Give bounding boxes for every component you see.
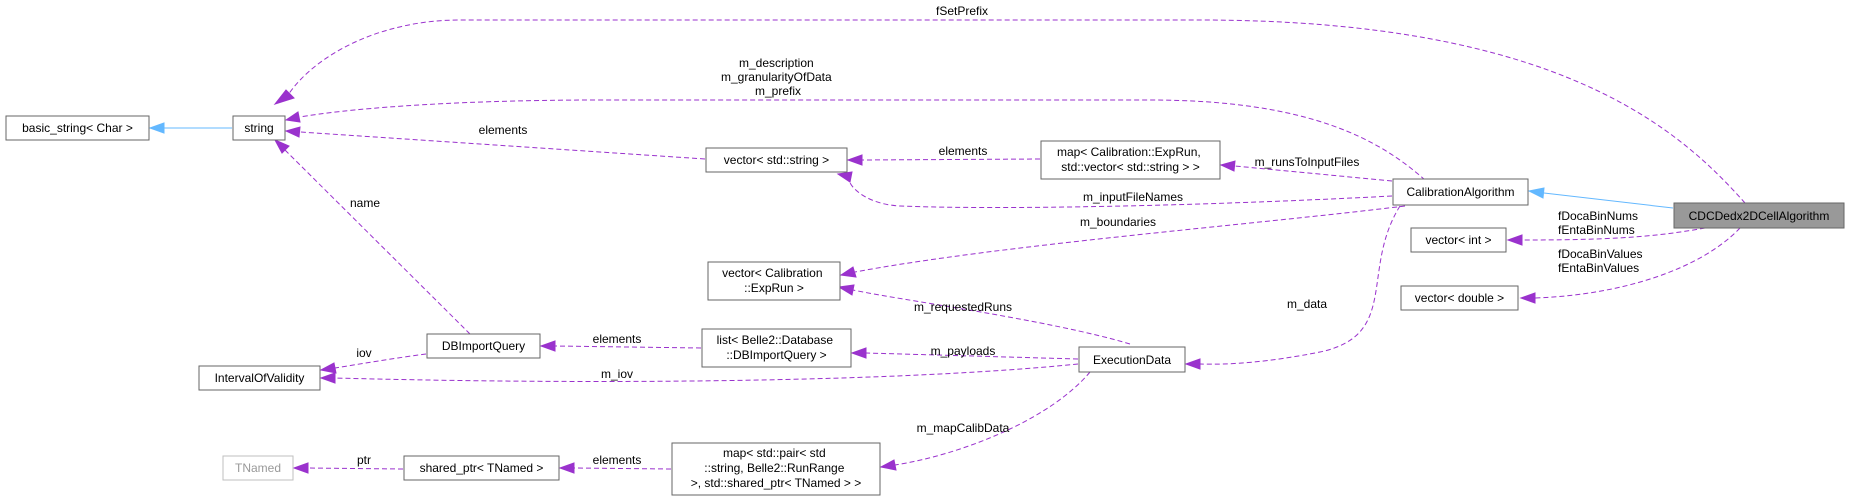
node-list-dbimportquery[interactable]: list< Belle2::Database ::DBImportQuery > <box>701 328 852 368</box>
edge-map-exprun-elements: elements <box>846 144 1041 166</box>
edge-label-fdocabinnums-line-1: fDocaBinNums <box>1558 209 1638 223</box>
node-label-vector-exprun-line-2: ::ExpRun > <box>744 281 804 295</box>
edge-label-fdocabinnums: fDocaBinNums fEntaBinNums <box>1558 209 1641 237</box>
edge-label-fsetprefix: fSetPrefix <box>936 4 988 18</box>
node-label-vector-int: vector< int > <box>1425 233 1491 247</box>
edge-ptr: ptr <box>292 453 404 474</box>
edge-m-payloads: m_payloads <box>850 344 1079 360</box>
edge-m-runstoinputfiles: m_runsToInputFiles <box>1219 155 1393 182</box>
edge-string-inherits-basic-string <box>148 122 232 134</box>
edge-label-elements-map-exprun: elements <box>939 144 988 158</box>
node-cdc-dedx-2d-cell-algorithm[interactable]: CDCDedx2DCellAlgorithm <box>1673 202 1845 229</box>
node-label-calibration-algorithm: CalibrationAlgorithm <box>1406 185 1514 199</box>
edge-m-iov: m_iov <box>319 363 1079 384</box>
edge-fdocabinvalues: fDocaBinValues fEntaBinValues <box>1519 227 1741 304</box>
edge-label-fdocabinvalues: fDocaBinValues fEntaBinValues <box>1558 247 1646 275</box>
edge-m-mapcalibdata: m_mapCalibData <box>879 371 1091 471</box>
node-vector-int[interactable]: vector< int > <box>1410 227 1507 253</box>
edge-label-m-iov: m_iov <box>601 367 633 381</box>
edge-label-m-description-line-2: m_granularityOfData <box>721 70 832 84</box>
node-label-list-dbimportquery: list< Belle2::Database ::DBImportQuery > <box>717 333 837 362</box>
node-label-list-dbimportquery-line-1: list< Belle2::Database <box>717 333 834 347</box>
node-tnamed[interactable]: TNamed <box>222 455 294 481</box>
edge-label-m-inputfilenames: m_inputFileNames <box>1083 190 1183 204</box>
edge-iov: iov <box>319 346 427 374</box>
node-vector-string[interactable]: vector< std::string > <box>705 147 848 173</box>
edge-fsetprefix: fSetPrefix <box>273 4 1746 204</box>
node-label-execution-data: ExecutionData <box>1093 353 1171 367</box>
edge-label-m-requestedruns: m_requestedRuns <box>914 300 1012 314</box>
node-label-shared-ptr-tnamed: shared_ptr< TNamed > <box>420 461 544 475</box>
node-label-list-dbimportquery-line-2: ::DBImportQuery > <box>726 348 826 362</box>
node-map-pair[interactable]: map< std::pair< std ::string, Belle2::Ru… <box>671 442 881 496</box>
node-interval-of-validity[interactable]: IntervalOfValidity <box>198 365 321 391</box>
node-label-map-pair-line-2: ::string, Belle2::RunRange <box>704 461 844 475</box>
node-map-exprun[interactable]: map< Calibration::ExpRun, std::vector< s… <box>1040 140 1221 180</box>
node-label-map-exprun-line-2: std::vector< std::string > > <box>1061 160 1199 174</box>
node-vector-double[interactable]: vector< double > <box>1400 285 1519 311</box>
node-string[interactable]: string <box>232 115 286 141</box>
node-vector-exprun[interactable]: vector< Calibration ::ExpRun > <box>707 261 841 301</box>
edge-label-fdocabinvalues-line-1: fDocaBinValues <box>1558 247 1643 261</box>
edge-label-m-description: m_description m_granularityOfData m_pref… <box>721 56 835 98</box>
edge-label-elements-map-pair: elements <box>593 453 642 467</box>
node-label-map-pair: map< std::pair< std ::string, Belle2::Ru… <box>691 446 862 490</box>
node-execution-data[interactable]: ExecutionData <box>1078 346 1186 373</box>
node-dbimportquery[interactable]: DBImportQuery <box>426 333 541 359</box>
edge-m-boundaries: m_boundaries <box>839 205 1406 278</box>
edge-list-db-elements: elements <box>539 332 702 352</box>
edge-label-name: name <box>350 196 380 210</box>
edge-label-m-payloads: m_payloads <box>931 344 996 358</box>
node-label-dbimportquery: DBImportQuery <box>442 339 525 353</box>
edge-label-fdocabinnums-line-2: fEntaBinNums <box>1558 223 1635 237</box>
node-label-map-exprun: map< Calibration::ExpRun, std::vector< s… <box>1057 145 1204 174</box>
node-label-cdc: CDCDedx2DCellAlgorithm <box>1689 209 1830 223</box>
node-basic-string[interactable]: basic_string< Char > <box>5 115 150 141</box>
edge-m-description: m_description m_granularityOfData m_pref… <box>284 56 1426 181</box>
edge-fdocabinnums: fDocaBinNums fEntaBinNums <box>1506 209 1706 246</box>
node-label-basic-string: basic_string< Char > <box>22 121 133 135</box>
node-label-interval-of-validity: IntervalOfValidity <box>215 371 305 385</box>
node-label-vector-string: vector< std::string > <box>724 153 829 167</box>
node-label-string: string <box>244 121 273 135</box>
edge-label-m-description-line-3: m_prefix <box>755 84 801 98</box>
node-label-tnamed: TNamed <box>235 461 281 475</box>
node-label-vector-exprun-line-1: vector< Calibration <box>722 266 822 280</box>
edge-label-ptr: ptr <box>357 453 371 467</box>
edge-label-m-mapcalibdata: m_mapCalibData <box>917 421 1010 435</box>
node-label-map-pair-line-1: map< std::pair< std <box>723 446 826 460</box>
node-shared-ptr-tnamed[interactable]: shared_ptr< TNamed > <box>403 455 560 481</box>
edge-m-data: m_data <box>1184 205 1401 370</box>
edge-m-requestedruns: m_requestedRuns <box>837 284 1131 345</box>
node-label-map-exprun-line-1: map< Calibration::ExpRun, <box>1057 145 1201 159</box>
edge-label-fdocabinvalues-line-2: fEntaBinValues <box>1558 261 1639 275</box>
edge-label-m-data: m_data <box>1287 297 1327 311</box>
edge-label-elements-list-db: elements <box>593 332 642 346</box>
edge-map-pair-elements: elements <box>558 453 672 474</box>
node-label-vector-exprun: vector< Calibration ::ExpRun > <box>722 266 826 295</box>
edge-label-m-boundaries: m_boundaries <box>1080 215 1156 229</box>
node-label-map-pair-line-3: >, std::shared_ptr< TNamed > > <box>691 476 862 490</box>
edge-label-m-description-line-1: m_description <box>739 56 814 70</box>
edge-vector-string-elements: elements <box>284 123 706 160</box>
edge-cdc-inherits-calibration-algorithm <box>1527 187 1674 209</box>
edge-m-inputfilenames: m_inputFileNames <box>836 171 1393 209</box>
edge-label-m-runstoinputfiles: m_runsToInputFiles <box>1255 155 1360 169</box>
node-calibration-algorithm[interactable]: CalibrationAlgorithm <box>1392 178 1529 206</box>
node-label-vector-double: vector< double > <box>1415 291 1504 305</box>
edge-name: name <box>273 138 471 335</box>
edge-label-elements-vector-string: elements <box>479 123 528 137</box>
edge-label-iov: iov <box>356 346 371 360</box>
